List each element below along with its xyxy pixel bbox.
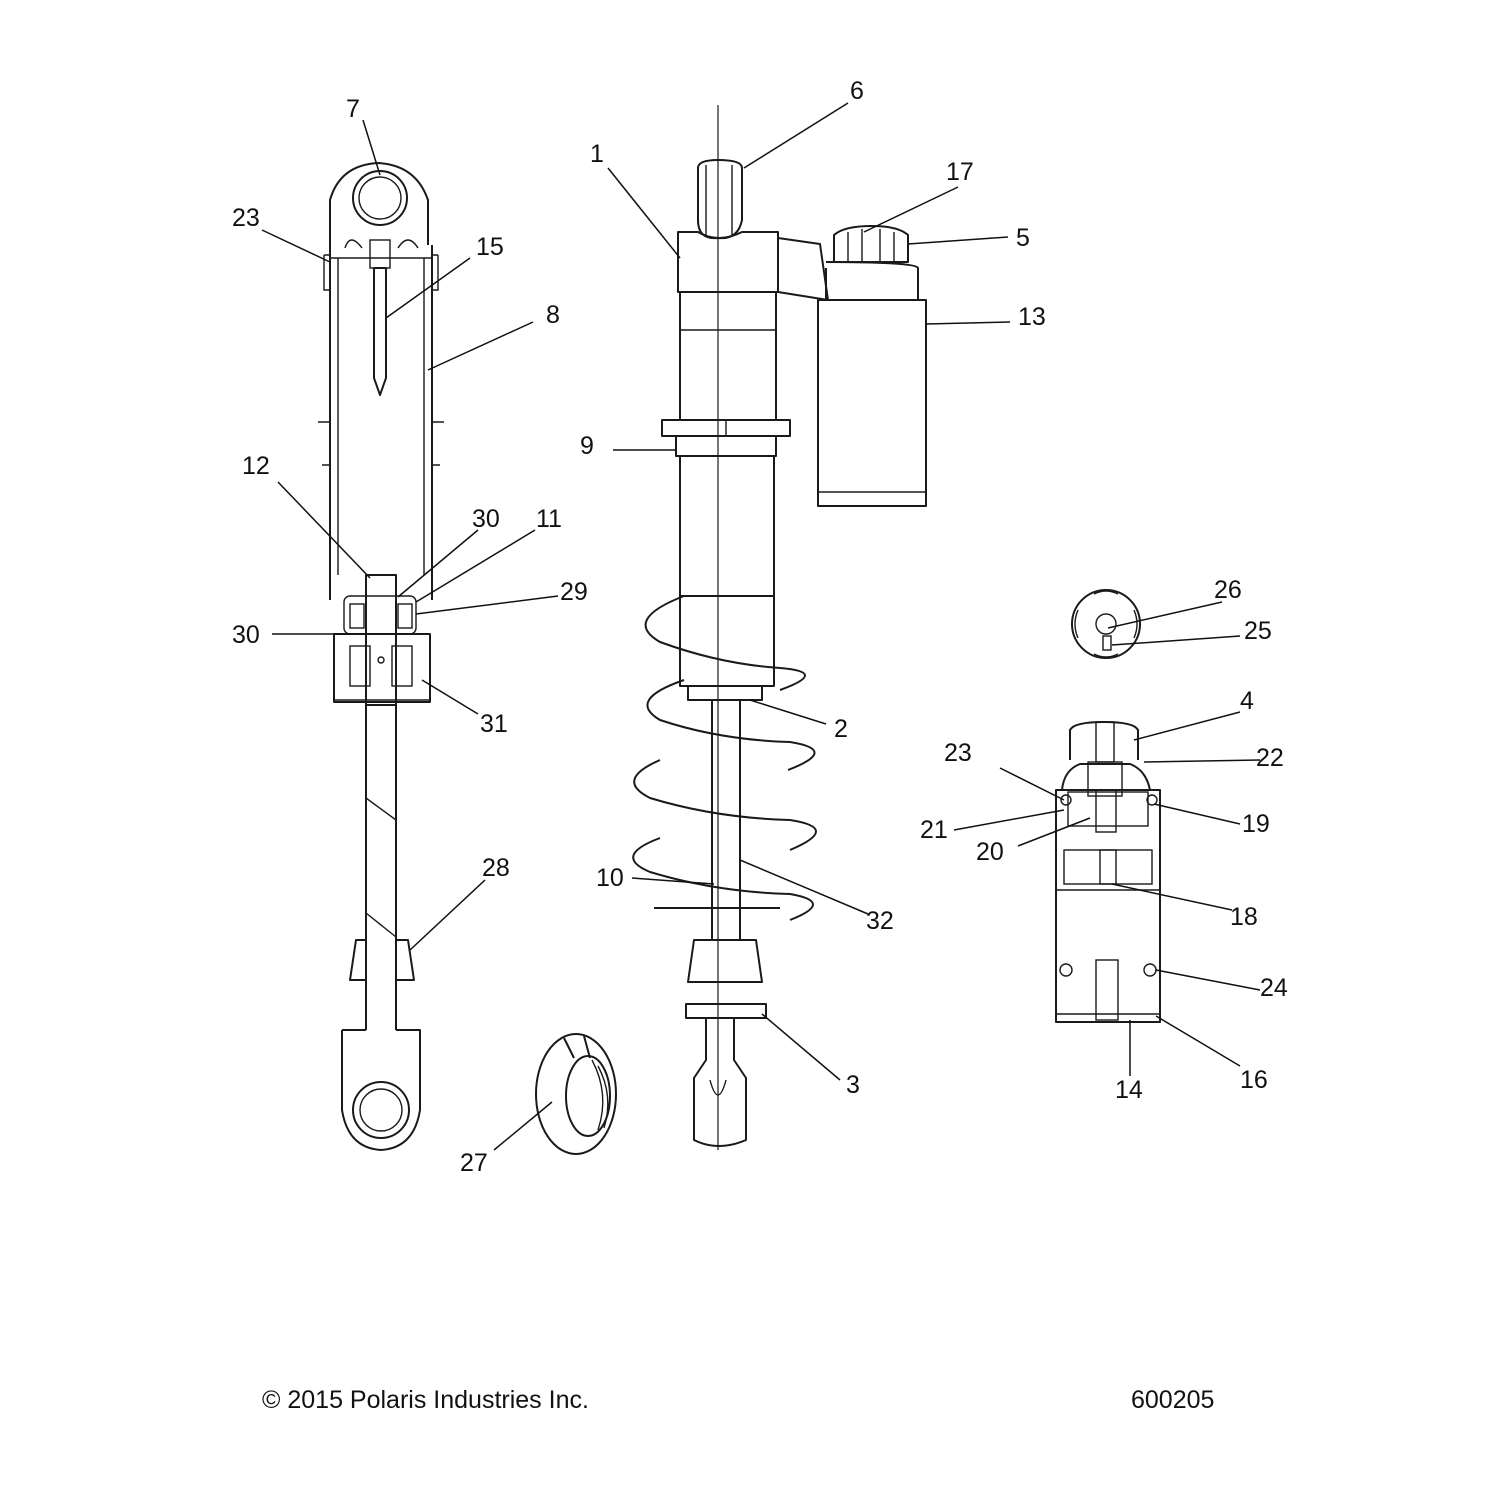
callout-6: 6 [850, 77, 864, 105]
callout-32: 32 [866, 907, 894, 935]
leader-lines [261, 102, 1261, 1151]
callout-2: 2 [834, 715, 848, 743]
callout-9: 9 [580, 432, 594, 460]
callout-30-upper: 30 [472, 505, 500, 533]
callout-1: 1 [590, 140, 604, 168]
callout-25: 25 [1244, 617, 1272, 645]
cutaway-shock-section [318, 162, 444, 1151]
reservoir-cutaway [1055, 721, 1161, 1023]
spring-lock-ring [535, 1033, 617, 1155]
callout-22: 22 [1256, 744, 1284, 772]
callout-19: 19 [1242, 810, 1270, 838]
figure-number: 600205 [1131, 1386, 1215, 1414]
callout-14: 14 [1115, 1076, 1143, 1104]
callout-11: 11 [536, 505, 562, 533]
callout-7: 7 [346, 95, 360, 123]
callout-21: 21 [920, 816, 948, 844]
callout-20: 20 [976, 838, 1004, 866]
callout-4: 4 [1240, 687, 1254, 715]
callout-23-left: 23 [232, 204, 260, 232]
callout-17: 17 [946, 158, 974, 186]
callout-23-right: 23 [944, 739, 972, 767]
callout-26: 26 [1214, 576, 1242, 604]
callout-8: 8 [546, 301, 560, 329]
callout-29: 29 [560, 578, 588, 606]
copyright-notice: © 2015 Polaris Industries Inc. [262, 1386, 589, 1414]
callout-12: 12 [242, 452, 270, 480]
callout-13: 13 [1018, 303, 1046, 331]
callout-28: 28 [482, 854, 510, 882]
callout-3: 3 [846, 1071, 860, 1099]
callout-18: 18 [1230, 903, 1258, 931]
callout-5: 5 [1016, 224, 1030, 252]
callout-numbers: 7 23 15 8 12 30 11 29 30 31 28 27 1 6 17… [232, 77, 1288, 1177]
callout-31: 31 [480, 710, 508, 738]
callout-27: 27 [460, 1149, 488, 1177]
callout-16: 16 [1240, 1066, 1268, 1094]
callout-24: 24 [1260, 974, 1288, 1002]
assembled-shock [632, 105, 927, 1150]
adjuster-knob [1071, 589, 1141, 659]
callout-10: 10 [596, 864, 624, 892]
callout-30-lower: 30 [232, 621, 260, 649]
callout-15: 15 [476, 233, 504, 261]
